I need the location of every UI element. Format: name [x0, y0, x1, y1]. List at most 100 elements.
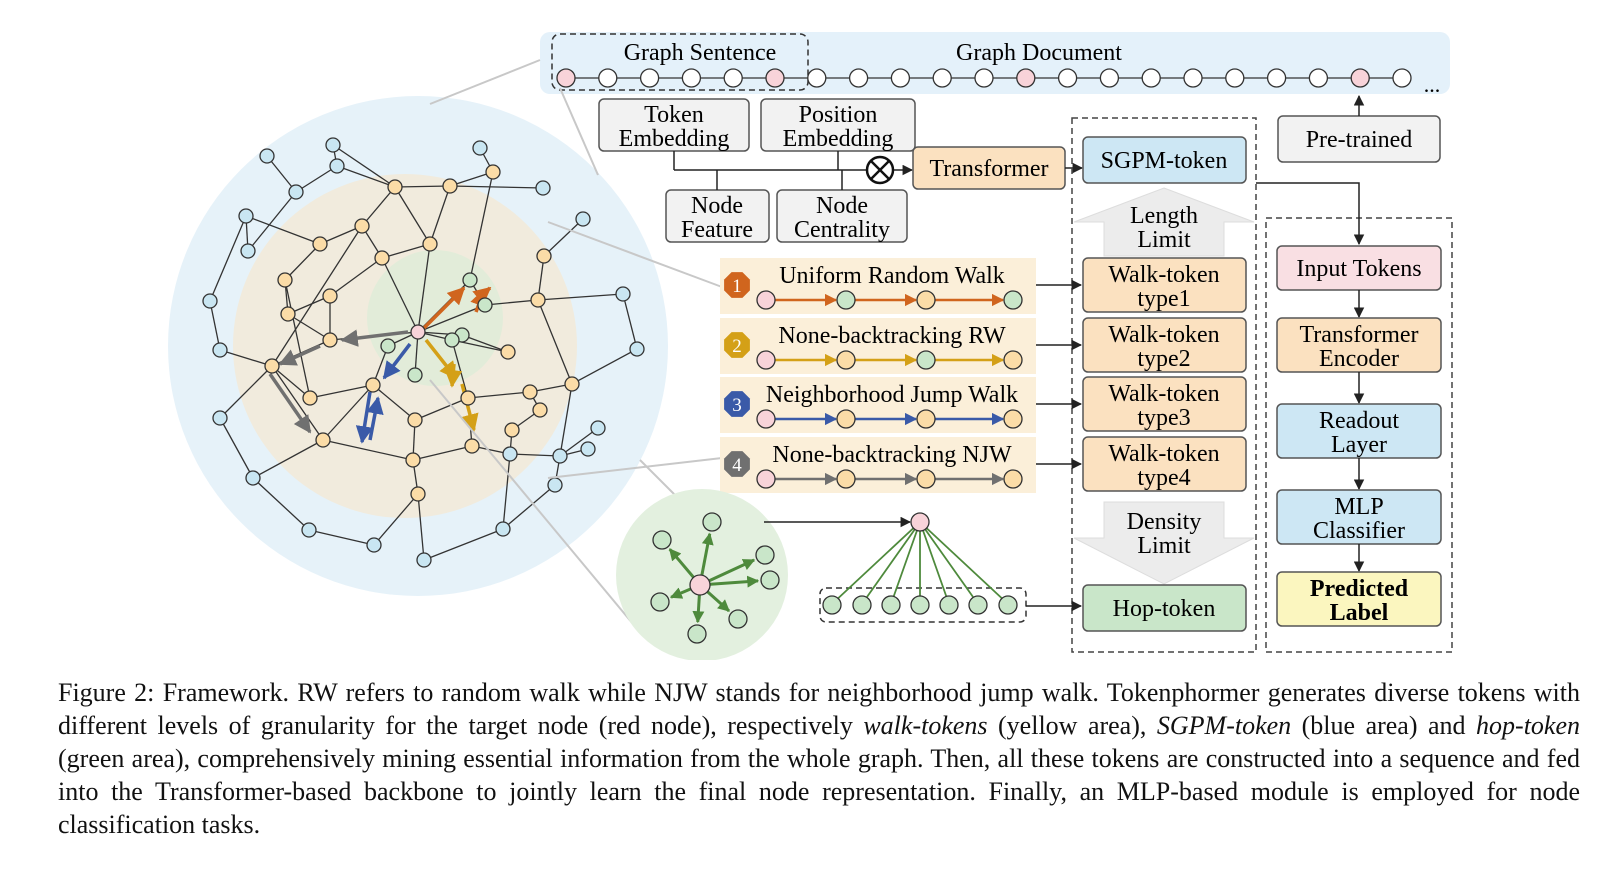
graph-node [354, 218, 370, 234]
walk-token-type: type2 [1137, 346, 1190, 372]
sequence-node [1099, 68, 1120, 88]
sequence-node [932, 68, 952, 88]
pipeline-step-label: MLP [1334, 494, 1383, 520]
svg-text:Feature: Feature [681, 217, 753, 243]
sequence-node [1183, 68, 1203, 88]
hop-node [822, 595, 842, 615]
pipeline-step-label: Encoder [1319, 346, 1399, 372]
length-limit-line1: Length [1130, 203, 1198, 229]
token-embedding-line1: Token [644, 102, 704, 128]
pre-trained-label: Pre-trained [1306, 127, 1413, 153]
walk-node [756, 350, 776, 370]
graph-node [485, 164, 501, 180]
walk-label: None-backtracking RW [778, 323, 1006, 349]
walk-row-4: 4 None-backtracking NJW [720, 437, 1036, 493]
density-limit-arrow [1073, 501, 1255, 585]
neighbor-node [702, 512, 722, 532]
graph-node [380, 338, 396, 354]
neighbor-node [687, 624, 707, 644]
walk-number: 4 [732, 455, 742, 476]
graph-node [472, 140, 488, 156]
graph-node [500, 344, 516, 360]
graph-node [322, 288, 338, 304]
walk-token-label: Walk-token [1108, 381, 1219, 407]
hop-node [998, 595, 1018, 615]
graph-node [462, 272, 478, 288]
caption-part-4: (green area), comprehensively mining ess… [58, 744, 1580, 839]
neighbor-node [650, 592, 670, 612]
caption-hop-token: hop-token [1476, 711, 1580, 740]
walk-token-type: type3 [1137, 405, 1190, 431]
walk-label: Neighborhood Jump Walk [766, 382, 1018, 408]
walk-number-badge [724, 451, 750, 477]
hop-token-box [1082, 584, 1247, 632]
root-node [910, 512, 930, 532]
sequence-node [1350, 68, 1370, 88]
caption-part-2: (yellow area), [987, 711, 1157, 740]
sequence-node [974, 68, 994, 88]
graph-node [629, 341, 645, 357]
sgpm-token-label: SGPM-token [1101, 148, 1228, 174]
sequence-node [1308, 68, 1329, 88]
neighbor-node [760, 570, 780, 590]
graph-node [580, 441, 596, 457]
graph-node [416, 552, 432, 568]
neighbor-node [652, 530, 672, 550]
caption-part-1: Figure 2: Framework. RW refers to random… [58, 678, 1580, 740]
sequence-node [1392, 68, 1412, 88]
walk-node [1003, 290, 1023, 310]
graph-node [504, 422, 520, 438]
walk-row-2: 2 None-backtracking RW [720, 318, 1036, 374]
graph-node [407, 367, 423, 383]
graph-node [387, 179, 403, 195]
graph-node [240, 243, 256, 259]
walk-token-label: Walk-token [1108, 262, 1219, 288]
pipeline-step-label: Classifier [1313, 518, 1405, 544]
caption-sgpm-token: SGPM-token [1156, 711, 1292, 740]
graph-node [495, 521, 511, 537]
pipeline-step-label: Transformer [1299, 322, 1418, 348]
graph-node [329, 158, 345, 174]
graph-node [532, 402, 548, 418]
token-embedding-line2: Embedding [619, 126, 730, 152]
graph-node [212, 410, 228, 426]
position-embedding-line2: Embedding [783, 126, 894, 152]
graph-document-band: Graph Sentence Graph Document ... [540, 32, 1450, 97]
projection-lines [429, 59, 723, 631]
hop-node [881, 595, 901, 615]
pipeline-step-label: Label [1330, 600, 1389, 626]
walk-node [756, 290, 776, 310]
hop-node [939, 595, 959, 615]
graph-node [502, 446, 518, 462]
walk-node [836, 290, 856, 310]
hop-node [968, 595, 988, 615]
ellipsis: ... [1424, 72, 1441, 97]
graph-sentence-label: Graph Sentence [624, 40, 777, 66]
pipeline-step-1: Input Tokens [1276, 245, 1442, 291]
sequence-node [765, 68, 785, 88]
graph-node [365, 377, 381, 393]
sequence-node [807, 68, 827, 88]
sequence-node [1016, 68, 1036, 88]
sequence-node [1057, 68, 1078, 88]
hop-node [910, 595, 930, 615]
walk-number: 2 [732, 336, 742, 357]
graph-node [325, 137, 341, 153]
graph-node [552, 448, 568, 464]
pipeline-step-label: Input Tokens [1296, 256, 1421, 282]
graph-node [615, 286, 631, 302]
svg-text:Length: Length [1130, 203, 1198, 229]
sequence-node [1141, 68, 1161, 88]
node-centrality-line2: Centrality [794, 217, 890, 243]
svg-text:Node: Node [691, 193, 743, 219]
graph-node [460, 390, 476, 406]
graph-node [374, 250, 390, 266]
walk-label: None-backtracking NJW [772, 442, 1012, 468]
walk-node [756, 409, 776, 429]
graph-node [302, 390, 318, 406]
